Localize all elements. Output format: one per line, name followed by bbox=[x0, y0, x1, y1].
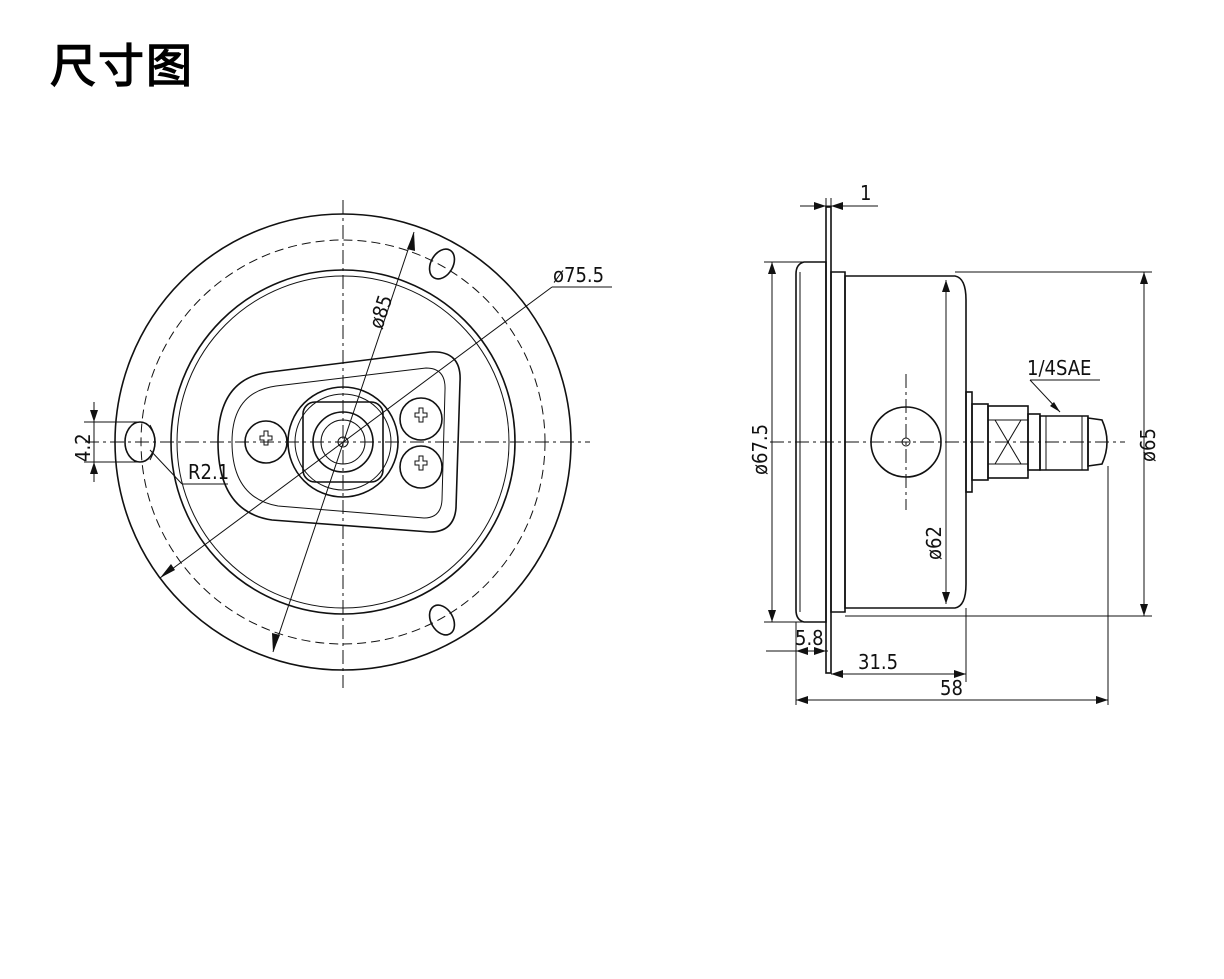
d675-arrow-bottom bbox=[768, 610, 776, 622]
dim-offset: 5.8 bbox=[795, 626, 824, 650]
dim-dia-case: ø62 bbox=[922, 526, 946, 560]
back-plate-inner bbox=[231, 367, 446, 519]
offset-arrow-left bbox=[796, 647, 808, 655]
dia75-leader bbox=[159, 286, 553, 579]
dim-dia-body: ø65 bbox=[1136, 428, 1160, 462]
slot-arc bbox=[149, 424, 156, 461]
flange-outer-circle bbox=[114, 213, 572, 671]
screw-left bbox=[244, 420, 288, 464]
dim-total-length: 58 bbox=[940, 676, 963, 700]
dia75-arrow bbox=[160, 564, 175, 578]
depth-arrow-left bbox=[831, 670, 843, 678]
dim-dia-outer: ø85 bbox=[364, 292, 397, 332]
connector-fitting bbox=[965, 391, 1108, 493]
screw-bottom-right bbox=[399, 445, 443, 489]
dia85-arrow-bottom bbox=[272, 633, 280, 652]
mounting-slot-top bbox=[428, 248, 456, 280]
thickness-arrow-left bbox=[814, 202, 826, 210]
thickness-arrow-right bbox=[831, 202, 843, 210]
depth-arrow-right bbox=[954, 670, 966, 678]
dim-flange-thickness: 1 bbox=[860, 181, 871, 205]
dim-slot-width: 4.2 bbox=[71, 433, 95, 462]
page-title: 尺寸图 bbox=[50, 39, 194, 93]
slot-arrow-bottom bbox=[90, 462, 98, 474]
central-connector bbox=[287, 386, 399, 498]
total-arrow-left bbox=[796, 696, 808, 704]
front-view: ø85 ø75.5 4.2 R2.1 bbox=[71, 200, 612, 688]
dim-case-depth: 31.5 bbox=[858, 650, 898, 674]
thread-arrow bbox=[1050, 402, 1060, 412]
d65-arrow-bottom bbox=[1140, 604, 1148, 616]
screw-top-right bbox=[399, 397, 443, 441]
case-inner-circle bbox=[176, 275, 510, 609]
dim-thread: 1/4SAE bbox=[1027, 356, 1091, 380]
back-plate-outer bbox=[217, 351, 461, 533]
dim-dia-flange: ø67.5 bbox=[748, 424, 772, 475]
slot-arrow-top bbox=[90, 410, 98, 422]
case-body bbox=[844, 275, 967, 609]
radius-leader bbox=[149, 449, 183, 485]
dim-radius: R2.1 bbox=[188, 460, 229, 484]
offset-arrow-right bbox=[814, 647, 826, 655]
total-arrow-right bbox=[1096, 696, 1108, 704]
pitch-circle bbox=[140, 239, 546, 645]
d65-arrow-top bbox=[1140, 272, 1148, 284]
side-view: 1/4SAE 1 ø67.5 ø62 ø65 5.8 bbox=[748, 181, 1160, 705]
d62-arrow-top bbox=[942, 280, 950, 292]
d62-arrow-bottom bbox=[942, 592, 950, 604]
dim-dia-pcd: ø75.5 bbox=[553, 263, 604, 287]
mounting-slot-bottom bbox=[428, 604, 456, 636]
case-outer-circle bbox=[170, 269, 516, 615]
case-ring bbox=[830, 271, 846, 613]
dia85-arrow-top bbox=[407, 232, 415, 251]
d675-arrow-top bbox=[768, 262, 776, 274]
